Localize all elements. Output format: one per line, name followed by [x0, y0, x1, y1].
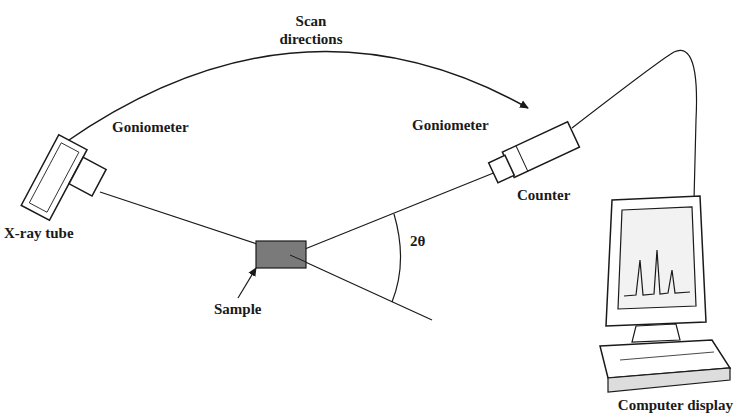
computer-display-icon	[600, 196, 730, 392]
part-label: Goniometer	[112, 118, 189, 136]
angle-label: 2θ	[410, 232, 425, 250]
diffracted-beam	[290, 172, 496, 255]
transmitted-line	[290, 255, 432, 320]
tube-window	[69, 157, 106, 196]
angle-arc	[392, 214, 401, 302]
part-label: Computer display	[618, 396, 733, 414]
sample-block	[256, 241, 306, 268]
scan-arc	[66, 52, 528, 142]
sample-beam	[290, 255, 306, 262]
part-label: Counter	[517, 186, 570, 204]
part-label: Sample	[214, 300, 262, 318]
scan-label: Scan directions	[270, 12, 352, 48]
part-label: Goniometer	[412, 116, 489, 134]
sample-leader	[238, 268, 256, 298]
counter-detector	[487, 122, 579, 185]
part-label: X-ray tube	[4, 224, 74, 242]
signal-cable	[572, 50, 697, 200]
